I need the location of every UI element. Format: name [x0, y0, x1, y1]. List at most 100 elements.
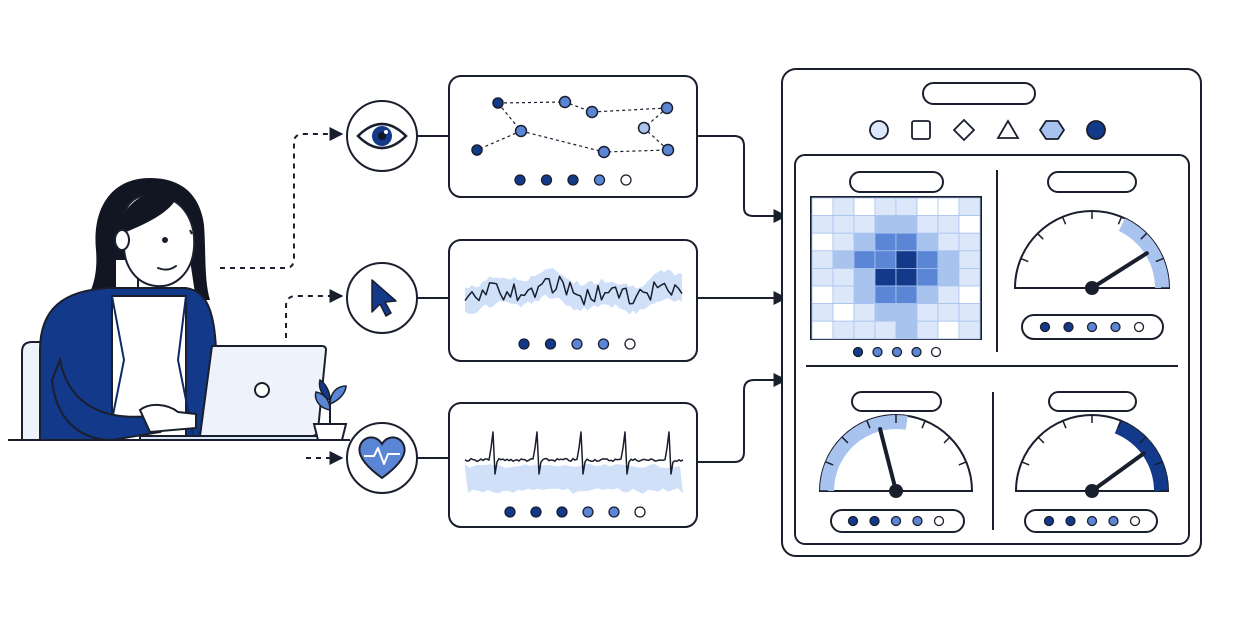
heatmap-grid: [811, 197, 981, 340]
gauge-needle: [1090, 451, 1146, 493]
icon-to-panel-lines: [417, 135, 449, 459]
gauge-top-right-dots: [1039, 321, 1145, 333]
status-dot-light: [593, 174, 606, 186]
heatmap-cell: [958, 250, 981, 269]
status-dot-filled: [518, 338, 530, 350]
status-dot-light: [582, 506, 594, 518]
heatmap-cell: [832, 250, 855, 269]
status-dot-empty: [634, 506, 646, 518]
heatmap-cell: [853, 215, 876, 234]
heatmap-cell: [811, 197, 834, 217]
heatmap-cell: [853, 320, 876, 340]
gaze-scanpath-panel: [448, 75, 698, 198]
heatmap-cell: [916, 232, 939, 252]
gauge-band: [1118, 218, 1169, 288]
scanpath-points: [471, 95, 675, 159]
status-dot-filled: [540, 174, 553, 186]
heatmap-cell: [874, 250, 897, 269]
status-dot-light: [608, 506, 620, 518]
status-dot-light: [1108, 515, 1119, 527]
heatmap-cell: [937, 267, 960, 287]
heatmap-cell: [916, 250, 939, 269]
gauge-band: [820, 415, 908, 491]
heatmap-cell: [958, 232, 981, 252]
dashboard-window: [781, 68, 1202, 557]
dashboard-title-pill: [922, 82, 1036, 105]
gauge-needle: [878, 427, 898, 493]
heatmap-cell: [853, 267, 876, 287]
status-dot-light: [872, 346, 883, 358]
status-dot-empty: [1129, 515, 1141, 527]
cursor-sensor: [346, 262, 418, 334]
heatmap-status-dots: [852, 346, 942, 358]
heart-sensor: [346, 422, 418, 494]
gauge-hub: [1085, 281, 1099, 295]
status-dot-light: [1086, 321, 1098, 333]
heatmap-cell: [853, 197, 876, 217]
heatmap-cell: [895, 303, 918, 322]
mouse-status-dots: [518, 338, 636, 350]
shape-legend: [869, 118, 1106, 142]
heatmap-cell: [832, 232, 855, 252]
heart-pulse-icon: [358, 436, 406, 480]
gauge-hub: [889, 484, 903, 498]
heatmap-cell: [895, 232, 918, 252]
heatmap-cell: [895, 285, 918, 305]
heatmap-cell: [958, 267, 981, 287]
heatmap-cell: [853, 303, 876, 322]
square-outline-icon: [911, 120, 931, 140]
heatmap-cell: [874, 303, 897, 322]
heatmap-cell: [832, 197, 855, 217]
heatmap-cell: [937, 320, 960, 340]
eye-sensor: [346, 100, 418, 172]
status-dot-empty: [933, 515, 945, 527]
status-dot-filled: [544, 338, 557, 350]
status-dot-filled: [847, 515, 859, 527]
gauge-bottom-right-dots: [1043, 515, 1141, 527]
ecg-waveform: [464, 431, 684, 475]
status-dot-light: [891, 346, 903, 358]
heatmap-cell: [832, 267, 855, 287]
heatmap-cell: [916, 215, 939, 234]
status-dot-light: [571, 338, 583, 350]
status-dot-filled: [869, 515, 880, 527]
status-dot-empty: [1133, 321, 1145, 333]
status-dot-light: [1086, 515, 1098, 527]
status-dot-filled: [1065, 515, 1076, 527]
heatmap-cell: [811, 320, 834, 340]
heatmap-cell: [958, 303, 981, 322]
heatmap-cell: [916, 320, 939, 340]
status-dot-filled: [1039, 321, 1051, 333]
status-dot-filled: [504, 506, 516, 518]
status-dot-light: [912, 515, 923, 527]
heatmap-cell: [916, 197, 939, 217]
heart-status-dots: [504, 506, 646, 518]
status-dot-light: [597, 338, 610, 350]
gauge-hub: [1085, 484, 1099, 498]
heatmap-cell: [958, 320, 981, 340]
heatmap-cell: [958, 285, 981, 305]
gaze-status-dots: [514, 174, 632, 186]
mouse-waveform-panel: [448, 239, 698, 362]
heatmap-cell: [853, 285, 876, 305]
gauge-band: [1114, 420, 1168, 491]
heatmap-cell: [916, 285, 939, 305]
status-dot-filled: [852, 346, 864, 358]
heatmap-cell: [874, 232, 897, 252]
heatmap-cell: [958, 197, 981, 217]
heatmap-cell: [811, 215, 834, 234]
heatmap-widget: [810, 171, 982, 358]
gauge-needle: [1090, 251, 1149, 290]
circle-light-icon: [869, 120, 889, 140]
status-dot-empty: [624, 338, 636, 350]
gauge-bottom-left-dots: [847, 515, 945, 527]
heatmap-cell: [937, 215, 960, 234]
heatmap-cell: [916, 267, 939, 287]
heart-ecg-panel: [448, 402, 698, 528]
status-dot-filled: [530, 506, 542, 518]
status-dot-filled: [1063, 321, 1074, 333]
status-dot-empty: [620, 174, 632, 186]
heatmap-cell: [853, 250, 876, 269]
arrow-to-cursor: [285, 289, 344, 338]
